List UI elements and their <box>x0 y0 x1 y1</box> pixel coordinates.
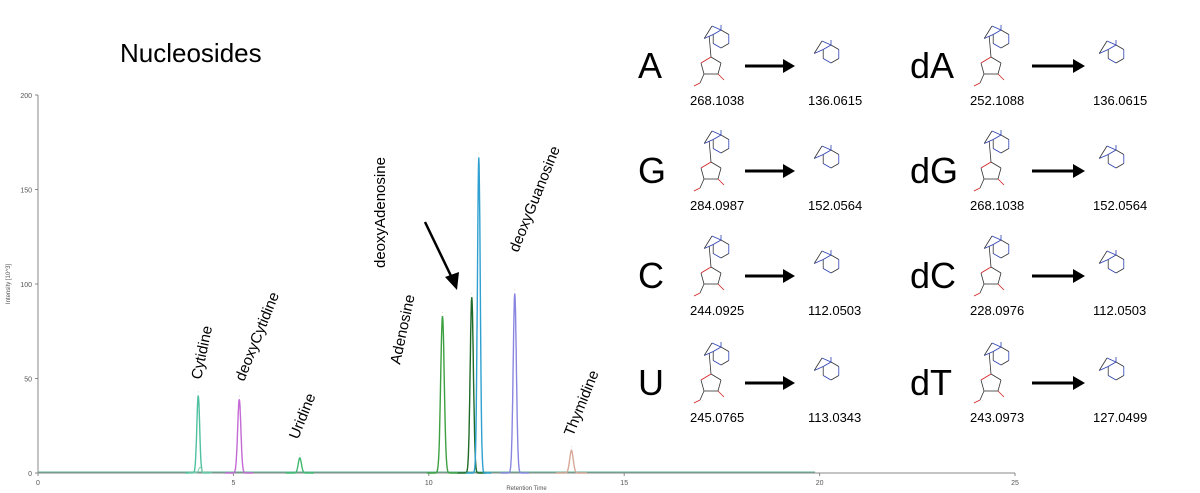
peak-deoxycytidine <box>225 399 254 474</box>
product-structure <box>813 250 840 274</box>
precursor-structure <box>973 130 1010 192</box>
y-tick-label: 0 <box>28 471 32 478</box>
y-tick-label: 50 <box>24 377 32 384</box>
precursor-structure <box>973 25 1010 87</box>
annotation-arrow-head <box>445 272 459 290</box>
product-mass: 152.0564 <box>808 198 863 213</box>
nucleoside-code: dG <box>910 150 959 191</box>
peak-label-uridine: Uridine <box>286 391 320 441</box>
precursor-structure <box>693 342 730 404</box>
fragmentation-arrow <box>745 59 795 73</box>
peak-apex-marker: · <box>471 291 473 297</box>
x-tick-label: 0 <box>36 480 40 487</box>
peak-deoxyguanosine <box>500 293 529 474</box>
precursor-structure <box>973 342 1010 404</box>
fragmentation-arrow <box>1032 269 1085 283</box>
product-mass: 112.0503 <box>1093 303 1147 318</box>
y-axis-label: Intensity [10^3] <box>6 264 12 305</box>
precursor-structure <box>693 130 730 192</box>
x-axis-label: Retention Time <box>506 486 547 492</box>
nucleoside-code: dA <box>910 45 955 86</box>
peak-label-deoxyadenosine: deoxyAdenosine <box>372 157 389 268</box>
peak-apex-marker: · <box>478 151 480 157</box>
peak-deoxyadenosine <box>457 297 486 474</box>
y-tick-label: 100 <box>20 282 32 289</box>
peak-uridine <box>285 456 314 474</box>
precursor-mass: 243.0973 <box>970 410 1025 425</box>
product-structure <box>1098 145 1125 169</box>
fragmentation-arrow <box>745 269 795 283</box>
peak-cytidine <box>185 395 211 474</box>
nucleoside-code: dC <box>910 255 957 296</box>
product-mass: 136.0615 <box>1093 93 1148 108</box>
annotation-arrow-shaft <box>423 221 454 279</box>
fragmentation-arrow <box>745 164 795 178</box>
product-structure <box>813 40 840 64</box>
product-mass: 136.0615 <box>808 93 863 108</box>
fragmentation-arrow <box>745 376 795 390</box>
peak-apex-marker: · <box>197 390 199 396</box>
peak-adenosine <box>426 316 459 474</box>
product-structure <box>813 357 840 381</box>
product-structure <box>1098 357 1125 381</box>
peak-cytidine-minor <box>188 466 212 474</box>
precursor-mass: 245.0765 <box>690 410 745 425</box>
nucleoside-code: C <box>638 255 664 296</box>
nucleoside-code: G <box>638 150 667 191</box>
peak-apex-marker: · <box>571 444 573 450</box>
peak-apex-marker: · <box>238 393 240 399</box>
peak-label-deoxycytidine: deoxyCytidine <box>232 290 283 384</box>
product-structure <box>813 145 840 169</box>
x-tick-label: 5 <box>231 480 235 487</box>
x-tick-label: 20 <box>816 480 824 487</box>
nucleoside-code: U <box>638 362 664 403</box>
precursor-mass: 244.0925 <box>690 303 745 318</box>
precursor-structure <box>693 25 730 87</box>
x-tick-label: 10 <box>425 480 433 487</box>
product-mass: 113.0343 <box>808 410 862 425</box>
product-mass: 152.0564 <box>1093 198 1148 213</box>
page-title: Nucleosides <box>120 38 262 68</box>
nucleoside-code: dT <box>910 362 953 403</box>
product-structure <box>1098 40 1125 64</box>
peak-apex-marker: · <box>442 310 444 316</box>
x-tick-label: 25 <box>1011 480 1019 487</box>
fragmentation-arrow <box>1032 164 1085 178</box>
product-mass: 127.0499 <box>1093 410 1148 425</box>
precursor-structure <box>973 235 1010 297</box>
product-mass: 112.0503 <box>808 303 862 318</box>
y-tick-label: 150 <box>20 188 32 195</box>
peak-apex-marker: · <box>299 452 301 458</box>
peak-label-deoxyguanosine: deoxyGuanosine <box>506 144 564 255</box>
precursor-structure <box>693 235 730 297</box>
precursor-mass: 268.1038 <box>690 93 745 108</box>
peak-label-adenosine: Adenosine <box>387 293 418 366</box>
product-structure <box>1098 250 1125 274</box>
peak-apex-marker: · <box>514 287 516 293</box>
peak-thymidine <box>555 448 588 474</box>
nucleoside-code: A <box>638 45 663 86</box>
y-tick-label: 200 <box>20 93 32 100</box>
precursor-mass: 252.1088 <box>970 93 1025 108</box>
precursor-mass: 228.0976 <box>970 303 1025 318</box>
peak-unlabeled <box>466 157 492 474</box>
fragmentation-arrow <box>1032 376 1085 390</box>
peak-label-thymidine: Thymidine <box>561 368 603 439</box>
precursor-mass: 284.0987 <box>690 198 745 213</box>
precursor-mass: 268.1038 <box>970 198 1025 213</box>
x-tick-label: 15 <box>620 480 628 487</box>
peak-label-cytidine: Cytidine <box>188 324 216 381</box>
fragmentation-arrow <box>1032 59 1085 73</box>
